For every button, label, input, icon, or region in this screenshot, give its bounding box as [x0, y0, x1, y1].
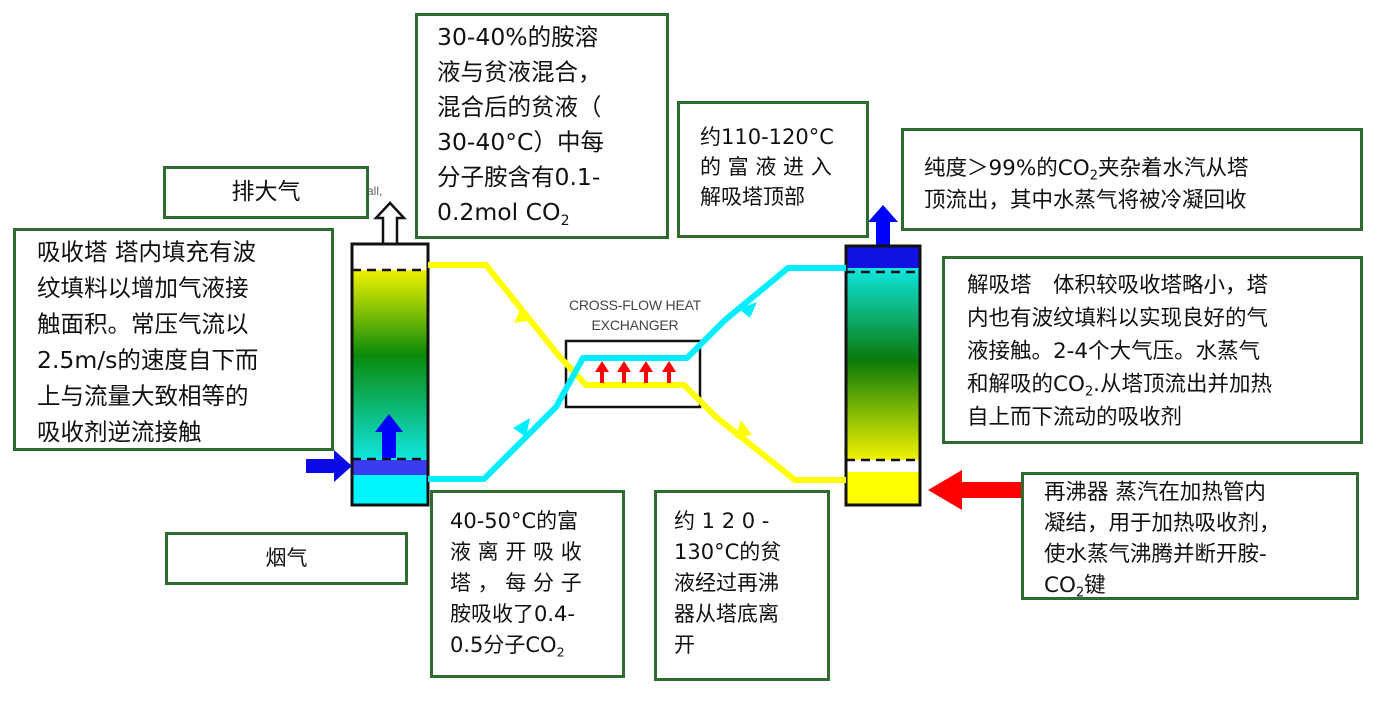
gas-up-arrow-icon	[375, 414, 403, 458]
stripper-note-line: 自上而下流动的吸收剂	[967, 405, 1183, 430]
co2-outlet-line: 顶流出，其中水蒸气将被冷凝回收	[924, 188, 1247, 213]
absorber-note-line: 触面积。常压气流以	[37, 310, 249, 338]
heat-exchanger-label-line1: CROSS-FLOW HEAT	[568, 297, 702, 313]
stripper-column	[844, 205, 922, 507]
lean-outlet-line: 器从塔底离	[674, 602, 779, 626]
rich-outlet-line: 液 离 开 吸 收	[450, 540, 582, 564]
stripper-note: 解吸塔 体积较吸收塔略小，塔 内也有波纹填料以实现良好的气 液接触。2-4个大气…	[942, 256, 1363, 444]
absorber-note-line: 上与流量大致相等的	[37, 382, 249, 410]
absorber-top-space	[352, 244, 428, 270]
co2-outlet-text: 夹杂着水汽从塔	[1097, 156, 1249, 181]
rich-solvent-line	[428, 265, 846, 482]
reboiler-text: CO	[1044, 573, 1076, 598]
heat-arrow-icon	[662, 361, 676, 383]
steam-inlet-arrow	[928, 470, 1040, 510]
stray-text: all,	[367, 184, 383, 198]
absorber-note-line: 吸收剂逆流接触	[37, 418, 202, 446]
rich-outlet-line: 40-50°C的富	[450, 509, 579, 533]
lean-outlet-line: 开	[674, 633, 695, 657]
stripper-note-line: 内也有波纹填料以实现良好的气	[967, 306, 1269, 331]
rich-flow-arrow-right-icon	[739, 302, 757, 318]
lean-solvent-line	[428, 262, 846, 483]
exhaust-outlet-arrow	[373, 201, 407, 244]
exhaust-note: 排大气	[163, 166, 369, 219]
rich-outlet-line: 胺吸收了0.4-	[450, 602, 575, 626]
rich-inlet-note: 约110-120°C 的 富 液 进 入 解吸塔顶部	[677, 101, 869, 238]
rich-outlet-note: 40-50°C的富 液 离 开 吸 收 塔 ， 每 分 子 胺吸收了0.4- 0…	[430, 490, 625, 678]
stripper-gap	[846, 460, 920, 472]
flue-gas-note: 烟气	[165, 532, 408, 585]
amine-mix-line: 液与贫液混合，	[437, 58, 602, 86]
stripper-note-line: 和解吸的CO2.从塔顶流出并加热	[967, 368, 1360, 401]
lean-flow-arrow-left-icon	[514, 305, 529, 323]
stripper-note-line: 解吸塔 体积较吸收塔略小，塔	[967, 273, 1269, 298]
heat-exchanger-label: CROSS-FLOW HEAT EXCHANGER	[545, 296, 725, 335]
lean-outlet-line: 130°C的贫	[674, 540, 782, 564]
lean-outlet-line: 液经过再沸	[674, 571, 779, 595]
amine-mix-line: 30-40%的胺溶	[437, 23, 599, 51]
exhaust-label: 排大气	[231, 178, 301, 205]
lean-flow-arrow-right-icon	[735, 420, 752, 438]
flue-gas-label: 烟气	[265, 545, 308, 570]
absorber-note-line: 吸收塔 塔内填充有波	[37, 238, 256, 266]
flue-gas-inlet-arrow	[306, 450, 352, 482]
amine-mix-line: 混合后的贫液（	[437, 93, 602, 121]
amine-mix-line: 分子胺含有0.1-	[437, 163, 601, 191]
reboiler-note: 再沸器 蒸汽在加热管内 凝结，用于加热吸收剂， 使水蒸气沸腾并断开胺- CO2键	[1021, 472, 1359, 600]
absorber-note-line: 2.5m/s的速度自下而	[37, 346, 259, 374]
heat-arrow-icon	[595, 361, 609, 383]
stripper-note-line: 液接触。2-4个大气压。水蒸气	[967, 339, 1261, 364]
rich-outlet-line: 塔 ， 每 分 子	[450, 571, 582, 595]
reboiler-note-line: CO2键	[1044, 570, 1356, 601]
subscript: 2	[556, 644, 565, 660]
rich-outlet-text: 0.5分子CO	[450, 633, 557, 657]
rich-outlet-line: 0.5分子CO2	[450, 630, 622, 661]
lean-outlet-note: 约 1 2 0 - 130°C的贫 液经过再沸 器从塔底离 开	[654, 490, 830, 681]
amine-mix-note: 30-40%的胺溶 液与贫液混合， 混合后的贫液（ 30-40°C）中每 分子胺…	[415, 13, 669, 239]
rich-flow-arrow-left-icon	[513, 418, 530, 437]
subscript: 2	[560, 212, 570, 229]
absorber-note-line: 纹填料以增加气液接	[37, 274, 249, 302]
reboiler-note-line: 再沸器 蒸汽在加热管内	[1044, 480, 1266, 505]
stripper-text: .从塔顶流出并加热	[1093, 372, 1272, 397]
absorber-gas-inlet-zone	[352, 460, 428, 475]
co2-outlet-line: 纯度＞99%的CO2夹杂着水汽从塔	[924, 153, 1360, 185]
stripper-shell	[844, 244, 922, 507]
reboiler-note-line: 使水蒸气沸腾并断开胺-	[1044, 542, 1267, 567]
heat-arrow-icon	[639, 361, 653, 383]
rich-inlet-line: 约110-120°C	[700, 125, 834, 149]
absorber-sump	[352, 475, 428, 505]
amine-mix-co2-text: 0.2mol CO	[437, 198, 561, 226]
stripper-sump	[846, 472, 920, 505]
heat-exchanger-box	[564, 339, 702, 409]
reboiler-note-line: 凝结，用于加热吸收剂，	[1044, 511, 1281, 536]
heat-exchanger-label-line2: EXCHANGER	[591, 316, 679, 333]
heat-arrow-icon	[617, 361, 631, 383]
stripper-top-space	[846, 246, 920, 268]
absorber-note: 吸收塔 塔内填充有波 纹填料以增加气液接 触面积。常压气流以 2.5m/s的速度…	[13, 228, 334, 451]
absorber-column	[350, 201, 430, 507]
rich-inlet-line: 的 富 液 进 入	[700, 155, 832, 179]
reboiler-text: 键	[1084, 573, 1106, 598]
stripper-text: 和解吸的CO	[967, 372, 1085, 397]
heat-transfer-arrows	[595, 361, 676, 383]
subscript: 2	[1075, 585, 1085, 601]
co2-outlet-note: 纯度＞99%的CO2夹杂着水汽从塔 顶流出，其中水蒸气将被冷凝回收	[901, 128, 1363, 231]
lean-outlet-line: 约 1 2 0 -	[674, 509, 770, 533]
co2-outlet-text: 纯度＞99%的CO	[924, 156, 1090, 181]
subscript: 2	[1089, 168, 1098, 184]
rich-inlet-line: 解吸塔顶部	[700, 185, 805, 209]
amine-mix-line-last: 0.2mol CO2	[437, 195, 666, 230]
subscript: 2	[1084, 384, 1094, 400]
absorber-shell	[350, 242, 430, 507]
amine-mix-line: 30-40°C）中每	[437, 128, 604, 156]
co2-outlet-arrow	[868, 205, 898, 246]
stripper-packing	[846, 268, 920, 460]
